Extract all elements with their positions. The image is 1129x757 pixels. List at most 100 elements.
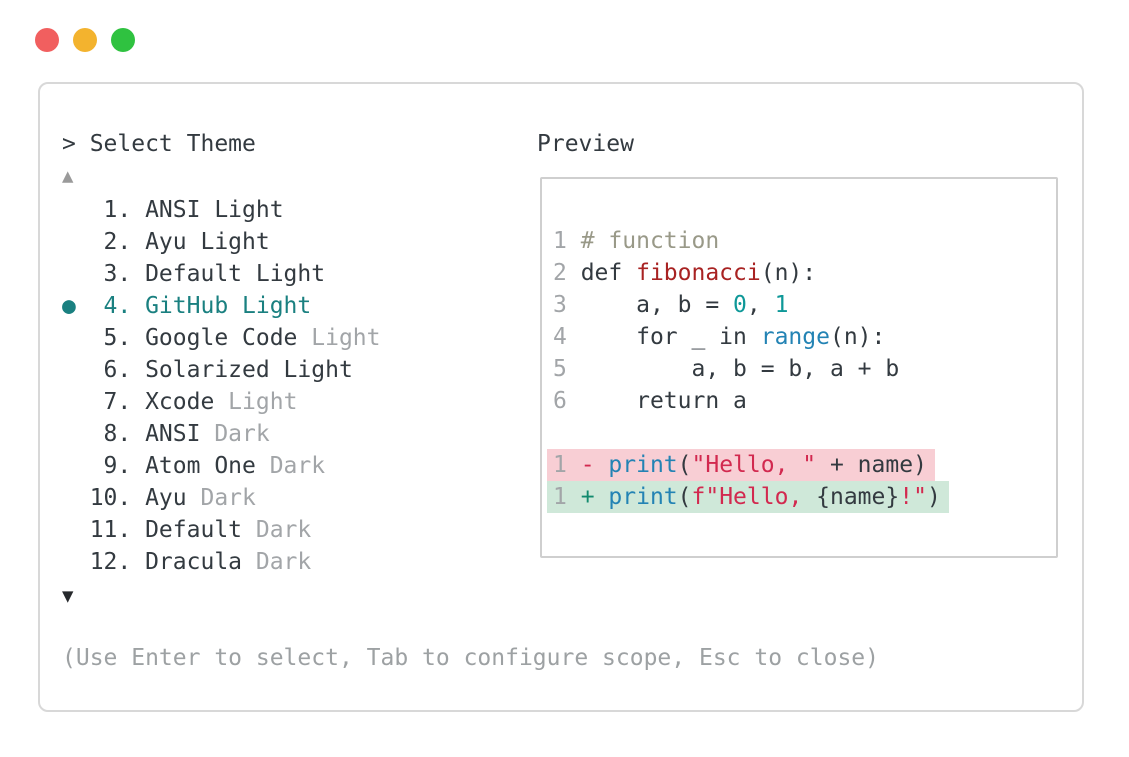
theme-item-number: 8. xyxy=(103,421,132,447)
theme-item-name: ANSI Light xyxy=(145,197,284,223)
theme-item-google-code-light[interactable]: 5. Google Code Light xyxy=(62,322,381,354)
code-line: 4 for _ in range(n): xyxy=(553,321,1056,353)
theme-item-ayu-light[interactable]: 2. Ayu Light xyxy=(62,226,381,258)
theme-picker-window: > Select Theme ▲ 1. ANSI Light 2. Ayu Li… xyxy=(38,82,1084,712)
line-number: 6 xyxy=(553,388,581,414)
theme-item-atom-one-dark[interactable]: 9. Atom One Dark xyxy=(62,450,381,482)
code-token-plain: ) xyxy=(926,484,941,510)
code-line: 2 def fibonacci(n): xyxy=(553,257,1056,289)
code-token-diff-minus: - xyxy=(580,452,609,478)
code-token-plain: ( xyxy=(677,452,692,478)
theme-item-name: Default Light xyxy=(145,261,326,287)
bullet-spacer xyxy=(62,418,90,450)
theme-item-name: ANSI xyxy=(145,421,201,447)
code-token-plain: (n): xyxy=(829,324,886,350)
scroll-down-icon[interactable]: ▼ xyxy=(62,585,74,607)
theme-item-solarized-light[interactable]: 6. Solarized Light xyxy=(62,354,381,386)
line-number: 2 xyxy=(553,260,581,286)
code-token-plain: def xyxy=(580,260,637,286)
theme-item-number: 1. xyxy=(103,197,132,223)
diff-line-added-highlight: 1 + print(f"Hello, {name}!") xyxy=(547,481,949,513)
code-line: 1 # function xyxy=(553,225,1056,257)
code-token-string: f"Hello, xyxy=(691,484,817,510)
help-text: (Use Enter to select, Tab to configure s… xyxy=(62,645,879,671)
bullet-spacer xyxy=(62,226,90,258)
theme-item-default-dark[interactable]: 11. Default Dark xyxy=(62,514,381,546)
bullet-spacer xyxy=(62,354,90,386)
theme-item-number: 7. xyxy=(103,389,132,415)
theme-item-xcode-light[interactable]: 7. Xcode Light xyxy=(62,386,381,418)
bullet-spacer xyxy=(62,450,90,482)
diff-line-removed-highlight: 1 - print("Hello, " + name) xyxy=(547,449,935,481)
bullet-spacer xyxy=(62,514,90,546)
theme-item-name: Dracula xyxy=(145,549,243,575)
code-token-plain: a, b = b, a + b xyxy=(580,356,900,382)
code-token-plain: return a xyxy=(580,388,747,414)
bullet-spacer xyxy=(62,386,90,418)
theme-item-variant: Light xyxy=(297,325,381,351)
theme-item-default-light[interactable]: 3. Default Light xyxy=(62,258,381,290)
code-token-plain: (n): xyxy=(760,260,817,286)
theme-item-dracula-dark[interactable]: 12. Dracula Dark xyxy=(62,546,381,578)
code-token-builtin: range xyxy=(760,324,830,350)
theme-item-number: 11. xyxy=(89,517,132,543)
theme-item-number: 2. xyxy=(103,229,132,255)
theme-item-name: Atom One xyxy=(145,453,256,479)
theme-item-number: 5. xyxy=(103,325,132,351)
theme-item-name: Ayu Light xyxy=(145,229,270,255)
theme-item-variant: Dark xyxy=(255,453,326,479)
zoom-button[interactable] xyxy=(111,28,135,52)
line-number: 1 xyxy=(553,452,581,478)
code-token-string: !" xyxy=(899,484,927,510)
theme-item-github-light[interactable]: ● 4. GitHub Light xyxy=(62,290,381,322)
diff-line-removed: 1 - print("Hello, " + name) xyxy=(547,449,1056,481)
theme-item-name: GitHub Light xyxy=(145,293,312,319)
theme-item-name: Ayu xyxy=(145,485,187,511)
theme-item-number: 12. xyxy=(89,549,132,575)
blank-line xyxy=(553,417,1056,449)
line-number: 4 xyxy=(553,324,581,350)
theme-item-ansi-dark[interactable]: 8. ANSI Dark xyxy=(62,418,381,450)
scroll-up-icon[interactable]: ▲ xyxy=(62,165,74,187)
bullet-spacer xyxy=(62,194,90,226)
bullet-spacer xyxy=(62,258,90,290)
line-number: 3 xyxy=(553,292,581,318)
theme-item-number: 6. xyxy=(103,357,132,383)
close-button[interactable] xyxy=(35,28,59,52)
code-line: 5 a, b = b, a + b xyxy=(553,353,1056,385)
bullet-spacer xyxy=(62,482,90,514)
theme-item-name: Solarized Light xyxy=(145,357,353,383)
code-token-comment: # function xyxy=(580,228,720,254)
theme-item-variant: Dark xyxy=(242,549,312,575)
code-token-function: fibonacci xyxy=(636,260,761,286)
theme-item-number: 10. xyxy=(89,485,132,511)
line-number: 5 xyxy=(553,356,581,382)
line-number: 1 xyxy=(553,484,581,510)
code-token-number: 0 xyxy=(733,292,747,318)
theme-item-number: 4. xyxy=(103,293,132,319)
code-token-builtin: print xyxy=(608,452,678,478)
theme-item-ansi-light[interactable]: 1. ANSI Light xyxy=(62,194,381,226)
code-line: 6 return a xyxy=(553,385,1056,417)
theme-item-number: 9. xyxy=(103,453,132,479)
preview-label: Preview xyxy=(537,131,634,157)
theme-item-name: Google Code xyxy=(145,325,298,351)
selected-bullet-icon: ● xyxy=(62,293,90,319)
line-number: 1 xyxy=(553,228,581,254)
minimize-button[interactable] xyxy=(73,28,97,52)
code-token-plain: {name} xyxy=(816,484,900,510)
bullet-spacer xyxy=(62,322,90,354)
diff-line-added: 1 + print(f"Hello, {name}!") xyxy=(547,481,1056,513)
select-theme-prompt: > Select Theme xyxy=(62,131,256,157)
code-token-plain: + name) xyxy=(816,452,927,478)
code-token-string: "Hello, " xyxy=(691,452,817,478)
theme-item-number: 3. xyxy=(103,261,132,287)
code-token-plain: ( xyxy=(677,484,692,510)
theme-item-name: Xcode xyxy=(145,389,215,415)
theme-list: 1. ANSI Light 2. Ayu Light 3. Default Li… xyxy=(62,194,381,578)
code-token-number: 1 xyxy=(774,292,789,318)
theme-item-variant: Dark xyxy=(242,517,312,543)
theme-item-ayu-dark[interactable]: 10. Ayu Dark xyxy=(62,482,381,514)
